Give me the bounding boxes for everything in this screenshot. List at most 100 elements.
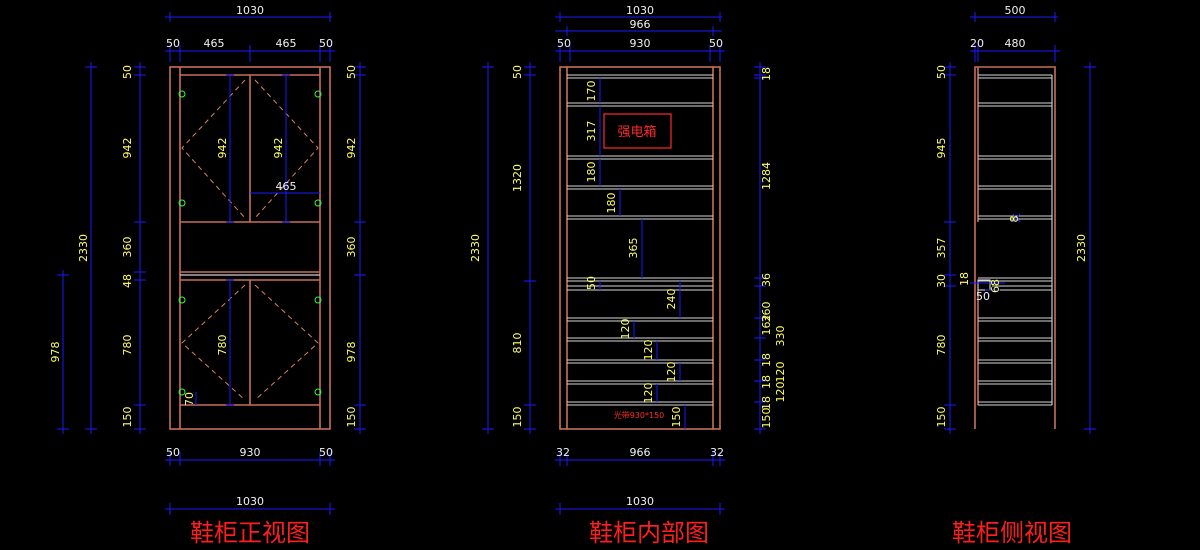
front-left-row: 942 bbox=[121, 138, 134, 159]
front-top-total: 1030 bbox=[236, 4, 264, 17]
front-door-upper-a: 942 bbox=[216, 138, 229, 159]
side-vertical-labels: 50 945 357 30 780 150 2330 8 18 68 bbox=[935, 65, 1088, 428]
front-left-row: 50 bbox=[121, 65, 134, 79]
front-hinge-marks bbox=[178, 90, 322, 396]
side-top-part: 480 bbox=[1005, 37, 1026, 50]
front-cabinet-outline bbox=[169, 66, 331, 430]
interior-shelf-dim: 50 bbox=[585, 276, 598, 290]
front-door-width: 465 bbox=[276, 180, 297, 193]
interior-bottom-part: 966 bbox=[630, 446, 651, 459]
side-dimension-lines bbox=[944, 12, 1096, 434]
interior-left-total: 2330 bbox=[469, 234, 482, 262]
interior-left-row: 810 bbox=[511, 333, 524, 354]
side-small-dim: 68 bbox=[989, 279, 1002, 293]
interior-right-row: 162 bbox=[760, 315, 773, 336]
interior-bottom-total: 1030 bbox=[626, 495, 654, 508]
front-view-caption: 鞋柜正视图 bbox=[190, 519, 310, 547]
interior-view: 强电箱 光带930*150 bbox=[469, 4, 787, 515]
interior-vertical-labels: 50 1320 810 150 2330 170 317 180 180 365… bbox=[469, 65, 787, 429]
electric-box-label: 强电箱 bbox=[617, 124, 656, 140]
front-door-lower: 780 bbox=[216, 335, 229, 356]
interior-right-row: 18 bbox=[760, 353, 773, 367]
front-bottom-gap: 70 bbox=[183, 392, 196, 406]
interior-shelf-dim: 317 bbox=[585, 121, 598, 142]
interior-right-row: 120 bbox=[774, 362, 787, 383]
light-strip-note: 光带930*150 bbox=[614, 410, 665, 420]
front-top-part: 50 bbox=[319, 37, 333, 50]
interior-top-part: 50 bbox=[709, 37, 723, 50]
interior-right-row: 18 bbox=[760, 67, 773, 81]
front-right-row: 50 bbox=[345, 65, 358, 79]
interior-shelves bbox=[567, 74, 713, 406]
interior-cabinet-outline bbox=[559, 66, 721, 430]
front-left-lower: 978 bbox=[49, 342, 62, 363]
interior-bottom-part: 32 bbox=[710, 446, 724, 459]
front-left-row: 150 bbox=[121, 407, 134, 428]
side-view-caption: 鞋柜侧视图 bbox=[952, 519, 1072, 547]
front-right-lower: 978 bbox=[345, 342, 358, 363]
side-small-dim: 18 bbox=[958, 272, 971, 286]
front-top-part: 50 bbox=[166, 37, 180, 50]
interior-top-part: 930 bbox=[630, 37, 651, 50]
front-left-row-labels: 50 942 360 48 780 150 2330 978 50 942 36… bbox=[49, 65, 358, 428]
interior-right-row: 150 bbox=[760, 408, 773, 429]
front-bottom-part: 930 bbox=[240, 446, 261, 459]
side-left-row: 50 bbox=[935, 65, 948, 79]
interior-shelf-dim: 120 bbox=[642, 383, 655, 404]
interior-right-row: 120 bbox=[774, 382, 787, 403]
side-left-row: 150 bbox=[935, 407, 948, 428]
interior-dimension-lines bbox=[482, 12, 766, 515]
side-top-total: 500 bbox=[1005, 4, 1026, 17]
interior-shelf-dim: 180 bbox=[585, 162, 598, 183]
side-left-row: 780 bbox=[935, 335, 948, 356]
interior-top-inner: 966 bbox=[630, 18, 651, 31]
interior-view-caption: 鞋柜内部图 bbox=[589, 519, 709, 547]
front-right-row: 360 bbox=[345, 237, 358, 258]
side-left-row: 945 bbox=[935, 138, 948, 159]
interior-left-row: 1320 bbox=[511, 164, 524, 192]
side-view: 500 20 480 50 945 357 30 780 150 2330 8 … bbox=[935, 4, 1096, 434]
interior-bottom-part: 32 bbox=[556, 446, 570, 459]
side-top-part: 20 bbox=[970, 37, 984, 50]
front-bottom-part: 50 bbox=[319, 446, 333, 459]
electric-box-frame bbox=[603, 113, 672, 149]
interior-right-row: 360 bbox=[760, 302, 773, 323]
interior-right-row: 18 bbox=[760, 375, 773, 389]
side-right-total: 2330 bbox=[1075, 234, 1088, 262]
front-right-row: 150 bbox=[345, 407, 358, 428]
interior-shelf-dim: 170 bbox=[585, 81, 598, 102]
front-view: 1030 50 465 465 50 50 942 360 48 780 150… bbox=[49, 4, 366, 515]
interior-right-row: 330 bbox=[774, 326, 787, 347]
front-left-row: 780 bbox=[121, 335, 134, 356]
front-left-total: 2330 bbox=[77, 234, 90, 262]
front-left-row: 48 bbox=[121, 274, 134, 288]
side-left-row: 357 bbox=[935, 238, 948, 259]
side-small-dim: 8 bbox=[1008, 216, 1021, 223]
front-bottom-part: 50 bbox=[166, 446, 180, 459]
interior-shelf-dim: 240 bbox=[665, 289, 678, 310]
front-right-row: 942 bbox=[345, 138, 358, 159]
interior-right-row: 36 bbox=[760, 273, 773, 287]
side-shelves bbox=[977, 74, 1053, 406]
interior-right-row: 18 bbox=[760, 396, 773, 410]
interior-top-total: 1030 bbox=[626, 4, 654, 17]
interior-shelf-dim: 120 bbox=[619, 319, 632, 340]
interior-right-row: 1284 bbox=[760, 162, 773, 190]
front-top-part: 465 bbox=[276, 37, 297, 50]
interior-top-part: 50 bbox=[557, 37, 571, 50]
interior-shelf-dim: 365 bbox=[627, 238, 640, 259]
interior-left-row: 50 bbox=[511, 65, 524, 79]
front-bottom-total: 1030 bbox=[236, 495, 264, 508]
interior-shelf-dim: 120 bbox=[642, 340, 655, 361]
interior-left-row: 150 bbox=[511, 407, 524, 428]
interior-shelf-dim: 180 bbox=[605, 193, 618, 214]
side-left-row: 30 bbox=[935, 274, 948, 288]
front-door-swing-lines bbox=[181, 79, 319, 401]
side-small-dim: 50 bbox=[976, 290, 990, 303]
front-dimension-lines bbox=[57, 12, 366, 515]
side-cabinet-outline bbox=[974, 66, 1056, 429]
front-left-row: 360 bbox=[121, 237, 134, 258]
interior-shelf-dim: 150 bbox=[670, 407, 683, 428]
interior-shelf-dim: 120 bbox=[665, 362, 678, 383]
